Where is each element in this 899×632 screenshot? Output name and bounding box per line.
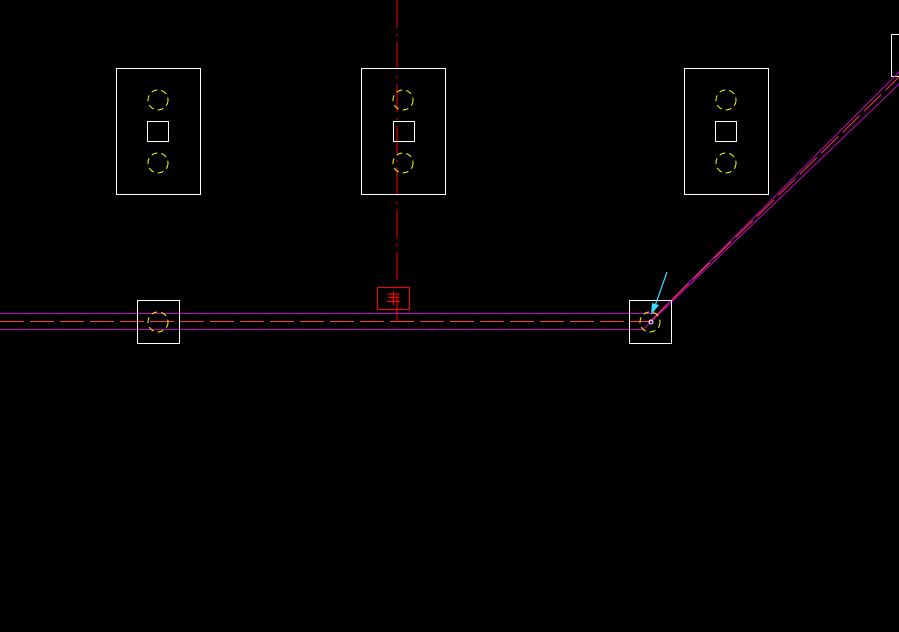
horizontal-pipe[interactable] [0,313,658,330]
diagonal-pipe[interactable] [642,71,899,330]
support-center-point [648,319,654,325]
mounting-block-1[interactable] [116,68,201,195]
mounting-block-3[interactable] [684,68,769,195]
support-hole [147,311,169,333]
edge-block-partial[interactable] [891,34,899,77]
block-outline [361,68,446,195]
mounting-block-2[interactable] [361,68,446,195]
center-square [715,121,737,142]
pipe-upper-edge [657,71,899,314]
symbol-text: 丰 [386,290,401,308]
pipe-lower-edge [642,83,899,330]
leader-arrow[interactable] [651,271,668,315]
center-square [147,121,169,142]
hole-top [147,89,169,111]
hole-top [715,89,737,111]
pipe-support-right[interactable] [629,300,672,344]
symbol-box [377,287,410,310]
support-outline [137,300,180,344]
support-outline [629,300,672,344]
arrowhead-icon [651,303,659,315]
support-hole [639,311,661,333]
hole-bottom [147,152,169,174]
leader-line [654,271,668,307]
axis-symbol-tag[interactable]: 丰 [377,287,410,310]
pipe-centerline [649,76,899,322]
center-square [393,121,415,142]
pipe-support-left[interactable] [137,300,180,344]
hole-top [392,89,414,111]
block-outline [684,68,769,195]
hole-bottom [715,152,737,174]
block-outline [116,68,201,195]
hole-bottom [392,152,414,174]
